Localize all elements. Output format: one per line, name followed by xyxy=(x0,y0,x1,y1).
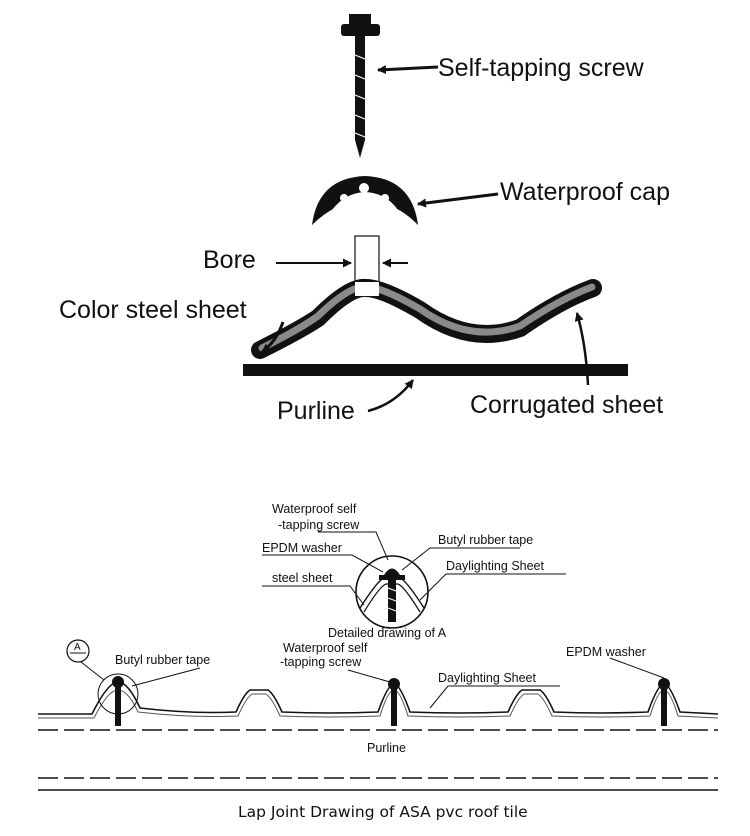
section-label-butyl-tape: Butyl rubber tape xyxy=(115,653,210,667)
screw-arrow xyxy=(377,65,439,75)
section-screw-left xyxy=(112,676,124,726)
roof-tile-profile-inner xyxy=(38,689,719,719)
detail-label-butyl-tape: Butyl rubber tape xyxy=(438,533,533,547)
detail-caption: Detailed drawing of A xyxy=(328,626,447,640)
detail-marker-a: A xyxy=(66,639,105,681)
waterproof-cap-illustration xyxy=(312,176,418,225)
self-tapping-screw-illustration xyxy=(341,14,380,158)
section-leader-epdm xyxy=(609,657,665,679)
section-screw-right xyxy=(658,678,670,726)
label-color-steel-sheet: Color steel sheet xyxy=(59,296,247,324)
diagram-caption: Lap Joint Drawing of ASA pvc roof tile xyxy=(238,803,528,821)
section-label-daylighting-sheet: Daylighting Sheet xyxy=(438,671,537,685)
label-waterproof-cap: Waterproof cap xyxy=(500,178,670,206)
detail-label-steel-sheet: steel sheet xyxy=(272,571,333,585)
label-bore: Bore xyxy=(203,246,256,274)
detail-label-daylighting-sheet: Daylighting Sheet xyxy=(446,559,545,573)
detail-label-screw-line1: Waterproof self xyxy=(272,502,357,516)
detail-leader-butyl xyxy=(401,547,520,571)
purline-arrow xyxy=(367,379,414,413)
lap-joint-diagram: Waterproof self -tapping screw EPDM wash… xyxy=(38,502,719,821)
section-leader-butyl xyxy=(131,667,201,687)
detail-leader-steel xyxy=(262,585,365,606)
detail-leader-daylighting xyxy=(419,573,566,601)
detail-label-epdm-washer: EPDM washer xyxy=(262,541,342,555)
section-label-epdm-washer: EPDM washer xyxy=(566,645,646,659)
cap-arrow xyxy=(417,192,499,208)
section-label-purline: Purline xyxy=(367,741,406,755)
label-purline: Purline xyxy=(277,397,355,425)
detail-leader-epdm xyxy=(262,554,384,573)
section-label-screw-line1: Waterproof self xyxy=(283,641,368,655)
color-steel-arrow xyxy=(261,321,285,354)
detail-leader-screw xyxy=(318,531,389,561)
section-detail-circle xyxy=(97,673,139,715)
section-screw-middle xyxy=(388,678,400,726)
detail-label-screw-line2: -tapping screw xyxy=(278,518,360,532)
label-corrugated-sheet: Corrugated sheet xyxy=(470,391,663,419)
roof-tile-profile xyxy=(38,681,719,715)
color-steel-sheet-illustration xyxy=(251,278,602,359)
section-leader-screw xyxy=(347,669,391,683)
section-label-screw-line2: -tapping screw xyxy=(280,655,362,669)
purline-bar xyxy=(243,364,628,376)
section-leader-daylighting xyxy=(429,685,560,709)
label-self-tapping-screw: Self-tapping screw xyxy=(438,54,645,82)
exploded-assembly-diagram: Self-tapping screw Waterproof cap Bore C… xyxy=(59,14,670,425)
detail-a-illustration xyxy=(355,555,429,629)
marker-letter: A xyxy=(74,642,81,653)
corrugated-arrow xyxy=(574,312,590,386)
